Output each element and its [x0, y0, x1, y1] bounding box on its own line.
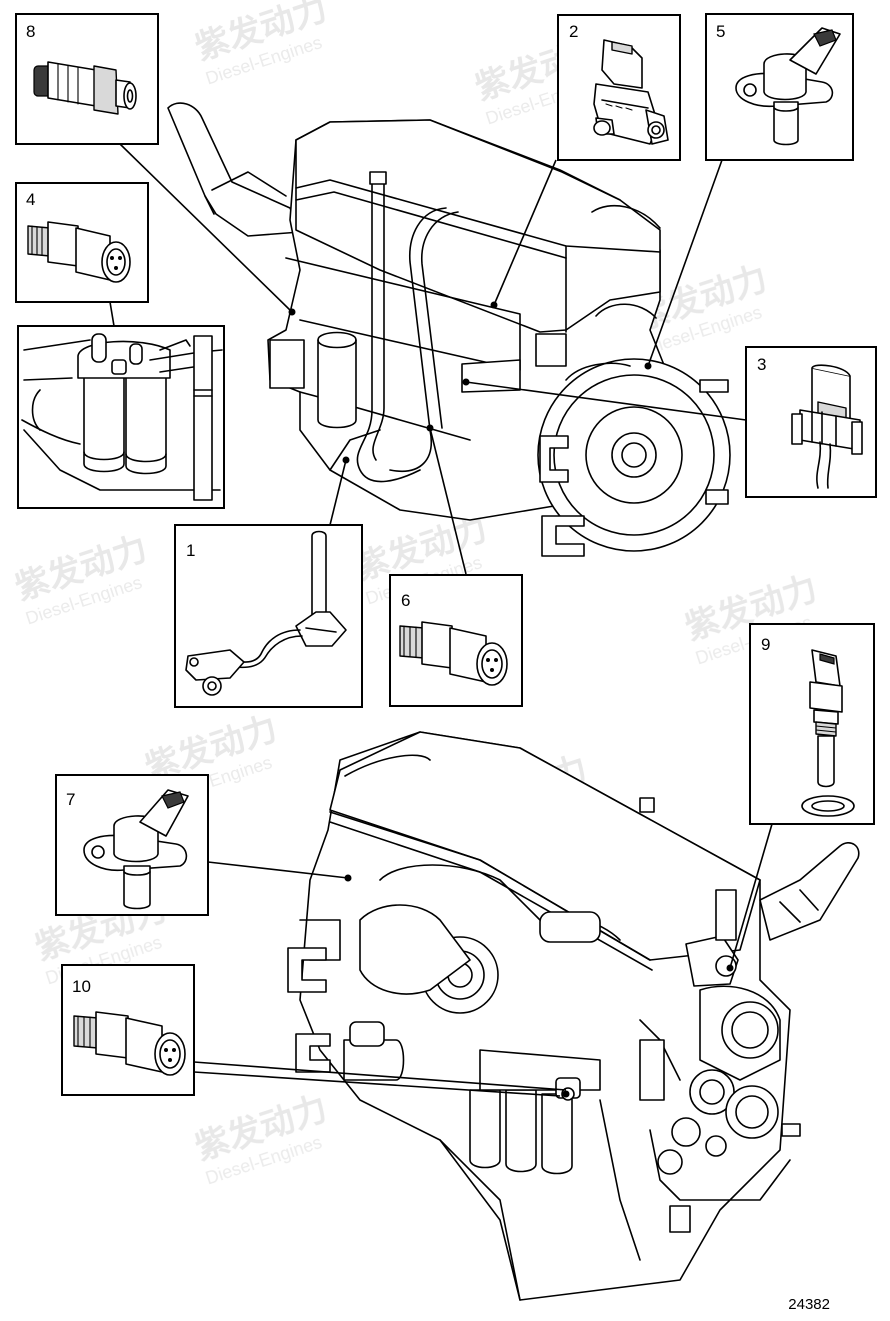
callout-number: 2 — [569, 22, 578, 41]
callout-10-sensor: 10 — [61, 964, 195, 1096]
callout-5-speed-sensor: 5 — [705, 13, 854, 161]
callout-7-speed-sensor: 7 — [55, 774, 209, 916]
callout-number: 6 — [401, 591, 410, 610]
callout-number: 7 — [66, 790, 75, 809]
leader-lines — [109, 143, 773, 1098]
callout-2-boost-sensor: 2 — [557, 14, 681, 161]
engine-top-view — [167, 102, 731, 557]
callout-6-sensor: 6 — [389, 574, 523, 707]
callout-number: 9 — [761, 635, 770, 654]
callout-number: 1 — [186, 541, 195, 560]
diagram-reference-number: 24382 — [788, 1296, 830, 1313]
callout-number: 10 — [72, 977, 91, 996]
engine-bottom-view — [287, 731, 860, 1301]
callout-3-connector: 3 — [745, 346, 877, 498]
callout-number: 5 — [716, 22, 725, 41]
callout-number: 4 — [26, 190, 35, 209]
callout-inset-fuel-filter — [17, 325, 225, 509]
callout-8-pressure-sensor: 8 — [15, 13, 159, 145]
callout-9-temperature-sensor: 9 — [749, 623, 875, 825]
callout-1-level-sensor: 1 — [174, 524, 363, 708]
callout-number: 3 — [757, 355, 766, 374]
callout-4-sensor: 4 — [15, 182, 149, 303]
callout-number: 8 — [26, 22, 35, 41]
